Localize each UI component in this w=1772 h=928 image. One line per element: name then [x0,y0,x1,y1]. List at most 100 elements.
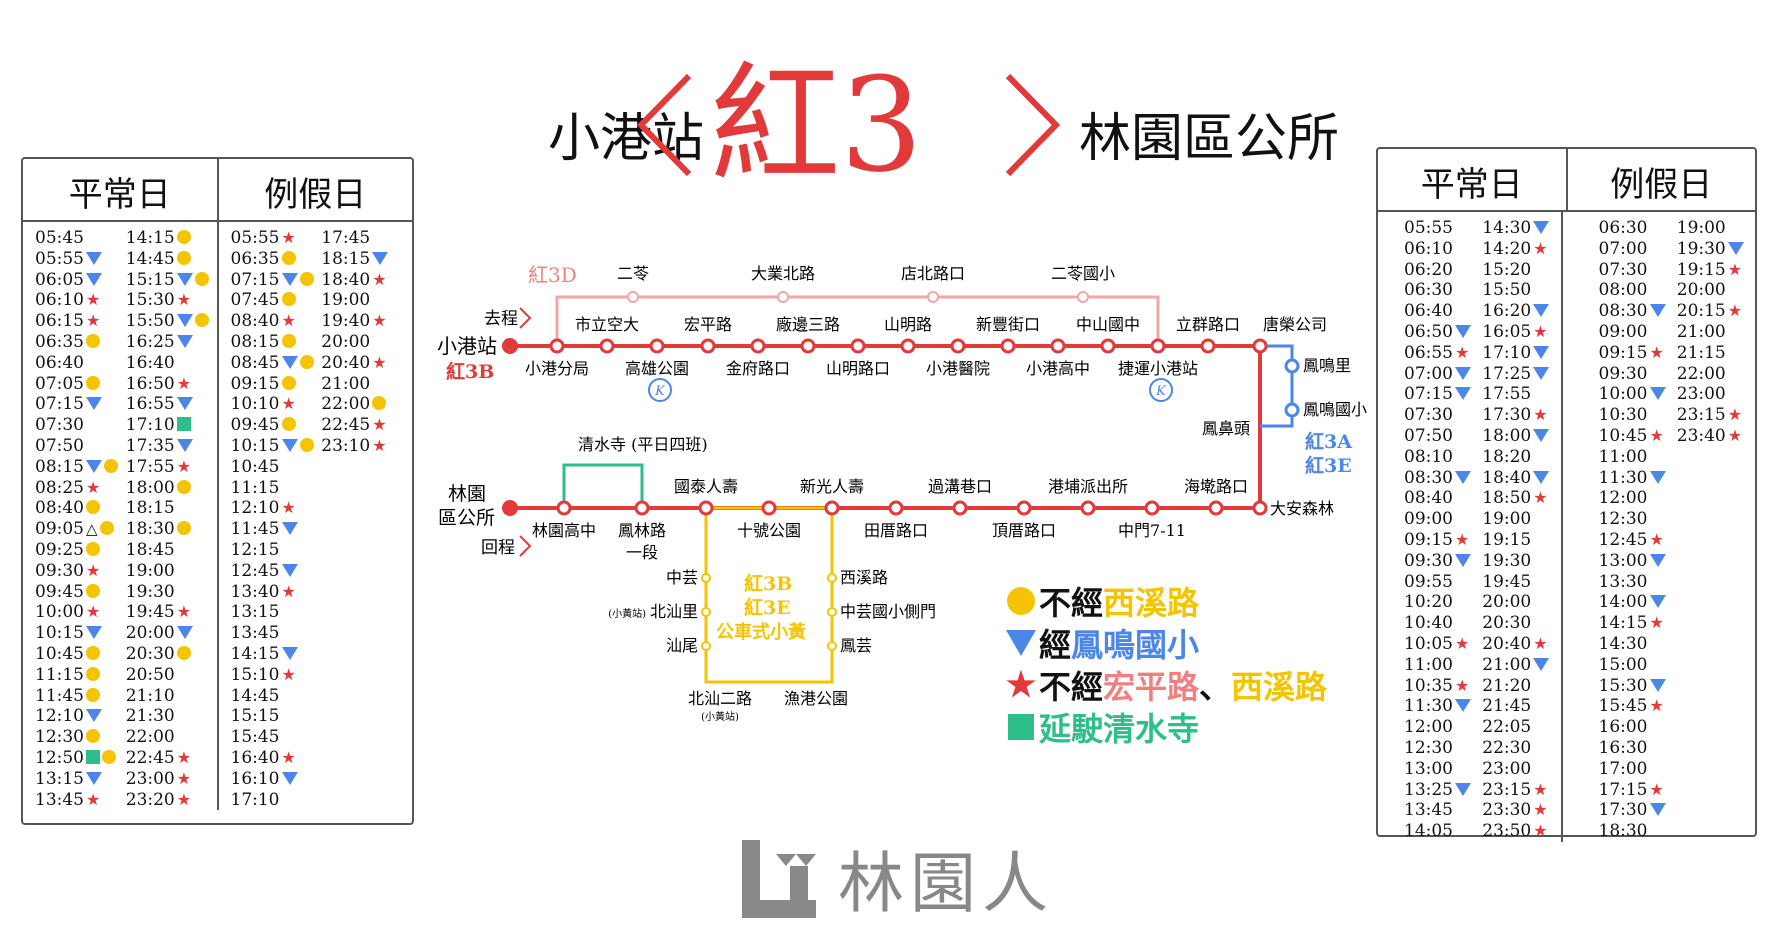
departure-time: 09:45 [35,582,126,603]
departure-time: 21:00 [321,373,371,394]
blue-triangle-icon [86,626,102,640]
red-star-icon: ★ [281,498,296,518]
departure-time: 14:00 [1599,592,1677,613]
departure-time: 09:55 [1404,571,1453,592]
stop-linyuan-high: 林園高中 [532,521,596,540]
departure-time: 22:45★ [321,415,387,436]
departure-time: 15:30★ [125,290,192,311]
departure-time: 12:10★ [230,498,296,519]
departure-time: 14:20★ [1482,238,1548,259]
destination-station-title: 林園區公所 [1079,109,1340,169]
red-star-icon: ★ [176,747,192,767]
departure-time: 21:20 [1482,675,1532,696]
departure-time: 09:00 [1404,509,1453,530]
departure-time: 17:55★ [125,456,192,477]
departure-time: 05:45 [35,228,84,248]
departure-time: 18:45 [125,539,175,560]
departure-time: 11:00 [1404,654,1453,675]
yellow-dot-icon [86,666,100,681]
departure-time: 12:50 [35,748,126,769]
xiaogang-terminal-label: 小港站 [437,334,497,358]
blue-triangle-icon [1533,470,1550,484]
qingshui-branch-line [562,463,644,508]
departure-time: 22:00 [1676,363,1726,384]
departure-time: 19:30 [125,581,175,602]
stop-fengming-li: 鳳鳴里 [1303,356,1351,375]
departure-time: 19:45 [1482,571,1532,592]
departure-time: 10:15 [231,436,322,457]
departure-time: 06:10★ [35,290,101,311]
stop-hongping: 宏平路 [684,315,732,334]
departure-time: 13:45 [1404,800,1453,821]
yellow-dot-icon [1005,587,1037,615]
red-star-icon: ★ [281,394,296,414]
departure-time: 10:40 [1404,613,1453,634]
yellow-dot-icon [86,333,100,348]
red-star-icon: ★ [1649,425,1664,445]
blue-triangle-icon [86,459,102,473]
blue-triangle-icon [372,251,389,265]
blue-triangle-icon [281,646,298,660]
departure-time: 06:40 [1404,301,1453,322]
departure-time: 12:30 [1598,509,1648,530]
stop-jinfu: 金府路口 [726,359,790,378]
stop-beishan-2nd-rd-note: (小黃站) [701,710,739,723]
departure-time: 19:00 [1676,218,1726,238]
departure-time: 10:45★ [1598,425,1664,446]
red-star-icon: ★ [176,456,192,476]
blue-triangle-icon [1649,304,1666,318]
blue-triangle-icon [1533,304,1550,318]
red-star-icon: ★ [281,311,296,331]
departure-time: 11:45 [231,519,322,540]
blue-triangle-icon [1533,366,1550,380]
departure-time: 16:50★ [125,373,192,394]
legend-red-prefix: 不經 [1039,668,1104,706]
yellow-dot-icon [86,583,100,598]
yellow-dot-icon [299,271,314,286]
stop-fishing-port-park: 漁港公園 [784,689,848,708]
green-square-icon [176,417,191,432]
red-star-icon: ★ [372,311,387,331]
yellow-dot-icon [176,479,191,494]
yellow-dot-icon [299,437,314,452]
departure-time: 08:40 [35,498,126,519]
red-star-icon: ★ [1533,238,1548,258]
departure-time: 13:45 [230,623,280,644]
departure-time: 17:00 [1598,758,1648,779]
departure-time: 20:00 [321,331,371,352]
route-3d-label: 紅3D [528,263,577,287]
departure-time: 19:30 [1482,550,1532,571]
blue-triangle-icon [1533,345,1550,359]
left-timetable-header: 平常日 例假日 [23,159,412,222]
departure-time: 21:00 [1676,321,1726,342]
route-3d-stop-dots [627,291,1089,303]
shuttle-label: 公車式小黃 [716,621,806,643]
blue-triangle-icon [1533,428,1550,442]
stop-guogou: 過溝巷口 [928,477,992,496]
departure-time: 13:00 [1599,551,1677,572]
departure-time: 08:45 [231,353,322,374]
blue-triangle-icon [176,334,193,348]
departure-time: 08:40★ [230,311,296,332]
triangle-outline-icon: △ [86,520,98,539]
stop-erling-elem: 二苓國小 [1051,264,1115,283]
departure-time: 15:15 [126,270,217,291]
yellow-dot-icon [99,521,114,536]
departure-time: 05:55★ [230,228,296,248]
legend-blue-prefix: 經 [1039,626,1072,664]
legend-yellow-road: 西溪路 [1103,584,1200,622]
yellow-dot-icon [194,313,209,328]
stop-tangrong: 唐榮公司 [1263,315,1327,334]
departure-time: 07:30 [1404,405,1453,426]
red-star-icon: ★ [1533,405,1548,425]
departure-time: 07:00 [1598,238,1648,259]
right-holiday-heading: 例假日 [1565,149,1756,210]
outbound-arrow-icon [519,307,532,329]
stop-fenglin-line2: 一段 [626,543,658,562]
blue-triangle-icon [176,272,193,286]
blue-triangle-icon [281,771,298,785]
stop-kaohsiung-park: 高雄公園 [625,359,689,378]
departure-time: 07:00 [1404,364,1482,385]
